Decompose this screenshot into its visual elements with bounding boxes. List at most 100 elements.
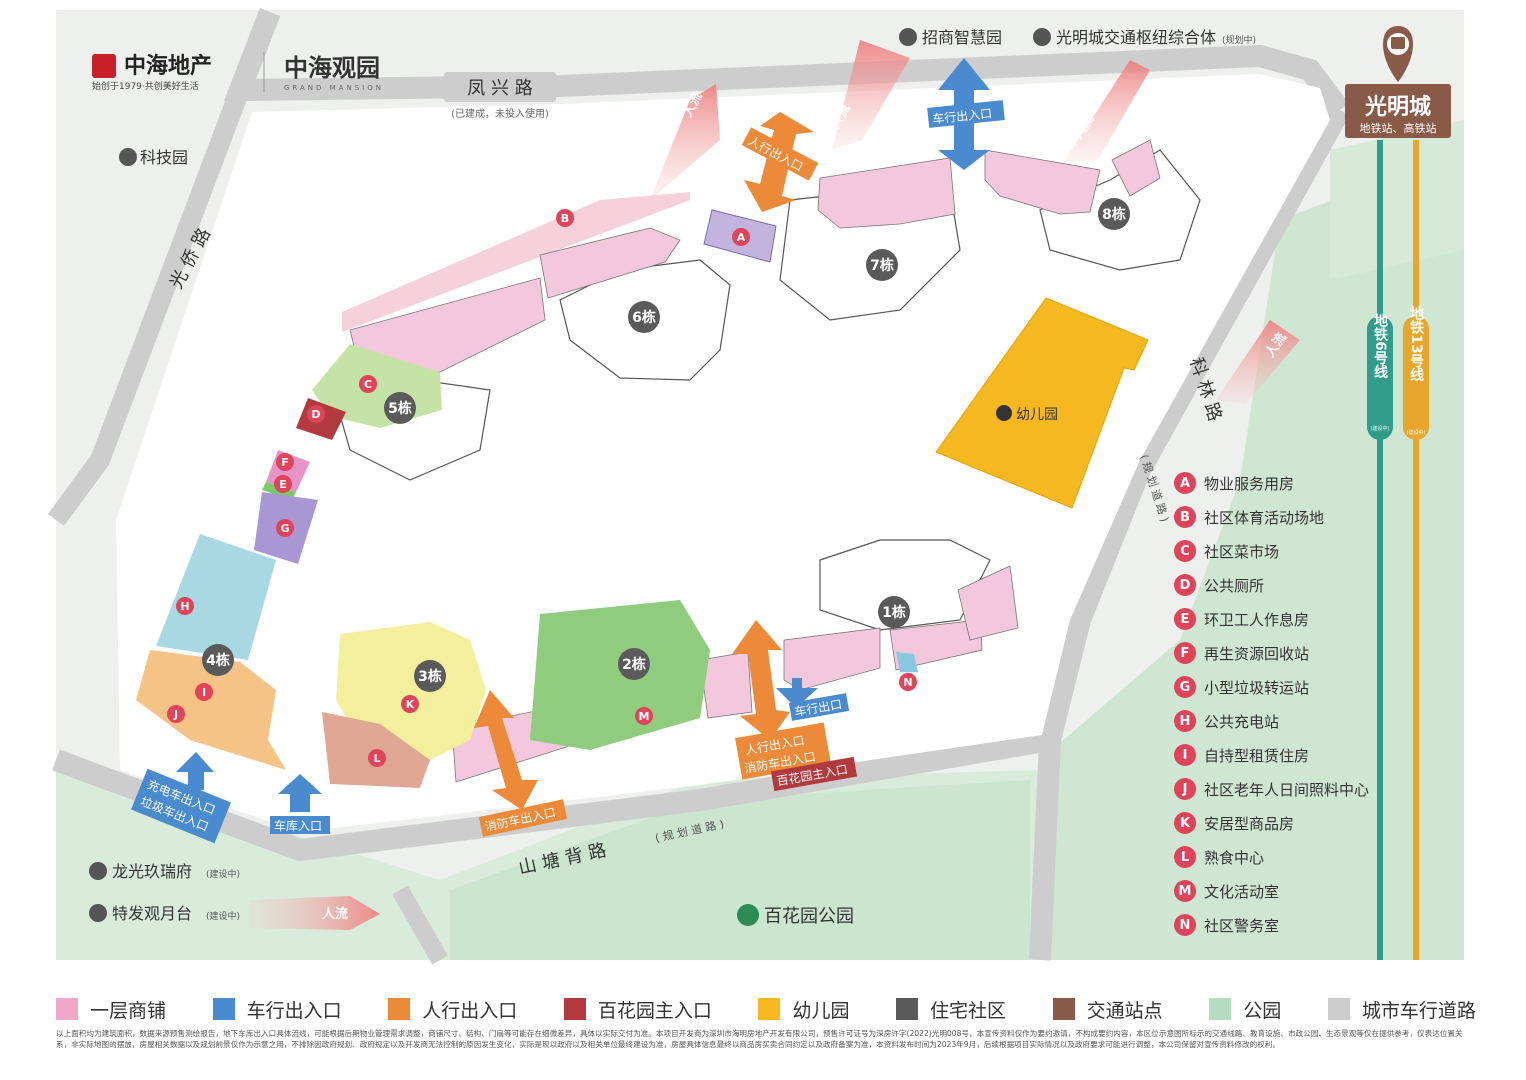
legend-label: 幼儿园 (792, 999, 850, 1022)
facility-key-label: 自持型租赁住房 (1204, 746, 1310, 765)
building-8-label: 8栋 (1102, 206, 1126, 223)
letter-markers (167, 209, 917, 767)
facility-key-letter: J (1174, 778, 1196, 800)
legend-swatch (758, 998, 781, 1020)
brand-company-name: 中海地产 (124, 53, 212, 79)
facility-key-letter: M (1174, 880, 1196, 902)
road-fengxing-label-bg (444, 72, 556, 102)
park-area-bottom-center (450, 780, 1030, 960)
legend-item: 交通站点 (1052, 996, 1163, 1023)
facility-key-letter: L (1174, 846, 1196, 868)
metro-line-6-label: 地铁6号线 (1372, 312, 1388, 380)
legend-item: 车行出入口 (212, 996, 342, 1023)
park-area-right (1040, 150, 1464, 960)
building-icon (899, 28, 917, 46)
legend-item: 一层商铺 (56, 996, 166, 1023)
station-name: 光明城 (1364, 94, 1431, 120)
legend-item: 人行出入口 (388, 996, 517, 1023)
metro-line-13-note: (建设中) (1407, 429, 1426, 436)
legend-label: 车行出入口 (246, 999, 342, 1022)
facility-key-label: 文化活动室 (1204, 882, 1280, 901)
metro-line-13-label: 地铁13号线 (1408, 306, 1424, 383)
people-flow-arrow-5 (250, 896, 380, 930)
svg-text:L: L (373, 752, 380, 765)
garage-label: 车库入口 (274, 818, 322, 833)
building-icon (119, 148, 137, 166)
car-entry-label: 车行出入口 (932, 105, 993, 126)
facility-key-label: 小型垃圾转运站 (1204, 678, 1310, 697)
svg-text:I: I (202, 686, 206, 699)
road-guangqiao (47, 86, 250, 526)
place-zhaoshang: 招商智慧园 (922, 28, 1002, 47)
legend-swatch (388, 998, 411, 1020)
facility-key-letter: I (1174, 744, 1196, 766)
facility-key-label: 环卫工人作息房 (1204, 610, 1310, 629)
facility-key-label: 公共充电站 (1204, 712, 1280, 731)
people-flow-arrow-2 (832, 40, 910, 150)
place-hub: 光明城交通枢纽综合体 (1056, 28, 1216, 47)
metro-line-6-label-bg (1367, 316, 1393, 440)
facility-key-letter: H (1174, 710, 1196, 732)
road-bottom-left (392, 885, 448, 965)
project-name-en: GRAND MANSION (284, 84, 384, 92)
facility-key-label: 社区体育活动场地 (1204, 508, 1325, 527)
legend-item: 城市车行道路 (1327, 996, 1476, 1023)
station-pin (1383, 26, 1413, 82)
legend-label: 一层商铺 (90, 999, 167, 1022)
facility-key-item: B 社区体育活动场地 (1174, 500, 1414, 534)
zone-h-charging (156, 534, 276, 660)
facility-key-letter: B (1174, 506, 1196, 528)
svg-text:B: B (561, 212, 569, 225)
building-2-label: 2栋 (622, 656, 646, 673)
facility-key-letter: K (1174, 812, 1196, 834)
metro-line-13-label-bg (1403, 316, 1429, 440)
tree-icon (737, 904, 759, 926)
facility-key-letter: A (1174, 472, 1196, 494)
building-icon (89, 904, 107, 922)
svg-text:D: D (311, 408, 320, 421)
place-kejiyuan: 科技园 (140, 148, 188, 167)
facility-key-letter: E (1174, 608, 1196, 630)
building-5-label: 5栋 (388, 400, 412, 417)
people-flow-arrow-4 (1216, 320, 1300, 404)
svg-text:M: M (639, 710, 650, 723)
ren-entry-label-bg (741, 127, 819, 181)
legend-item: 幼儿园 (758, 996, 849, 1023)
facility-key-item: I 自持型租赁住房 (1174, 738, 1414, 772)
road-kelin (1029, 104, 1350, 961)
disclaimer-text: 以上面积均为建筑面积，数据来源预售测绘报告，地下车库出入口具体流线，可能根据后期… (56, 1029, 1463, 1049)
building-icon (1033, 28, 1051, 46)
facility-key-label: 社区老年人日间照料中心 (1204, 780, 1370, 799)
svg-text:N: N (903, 676, 912, 689)
legend-swatch (896, 998, 919, 1020)
building-4-label: 4栋 (206, 652, 230, 669)
garage-label-bg (270, 816, 330, 834)
baihua-main-label-bg (770, 756, 858, 792)
svg-text:F: F (281, 456, 289, 469)
people-flow-arrow-1 (650, 84, 720, 200)
facility-key-label: 安居型商品房 (1204, 814, 1295, 833)
legend-item: 住宅社区 (896, 996, 1006, 1023)
road-fengxing-label: 凤 兴 路 (467, 78, 532, 99)
place-tefa: 特发观月台 (112, 904, 192, 923)
facility-key-letter: C (1174, 540, 1196, 562)
legend-label: 人行出入口 (422, 999, 518, 1022)
place-hub-note: (规划中) (1222, 34, 1256, 46)
legend-swatch (1052, 998, 1075, 1020)
legend-label: 公园 (1243, 999, 1282, 1022)
graduation-cap-icon (996, 405, 1012, 421)
zone-i-rental (136, 650, 286, 770)
metro-line-6-note: (建设中) (1371, 425, 1390, 432)
facility-key-letter: G (1174, 676, 1196, 698)
road-fengxing (223, 8, 1349, 117)
facility-key-label: 社区菜市场 (1204, 542, 1280, 561)
facility-key-label: 社区警务室 (1204, 916, 1280, 935)
project-name: 中海观园 (284, 54, 380, 82)
legend-swatch (1327, 998, 1350, 1020)
legend-label: 百花园主入口 (597, 999, 712, 1022)
